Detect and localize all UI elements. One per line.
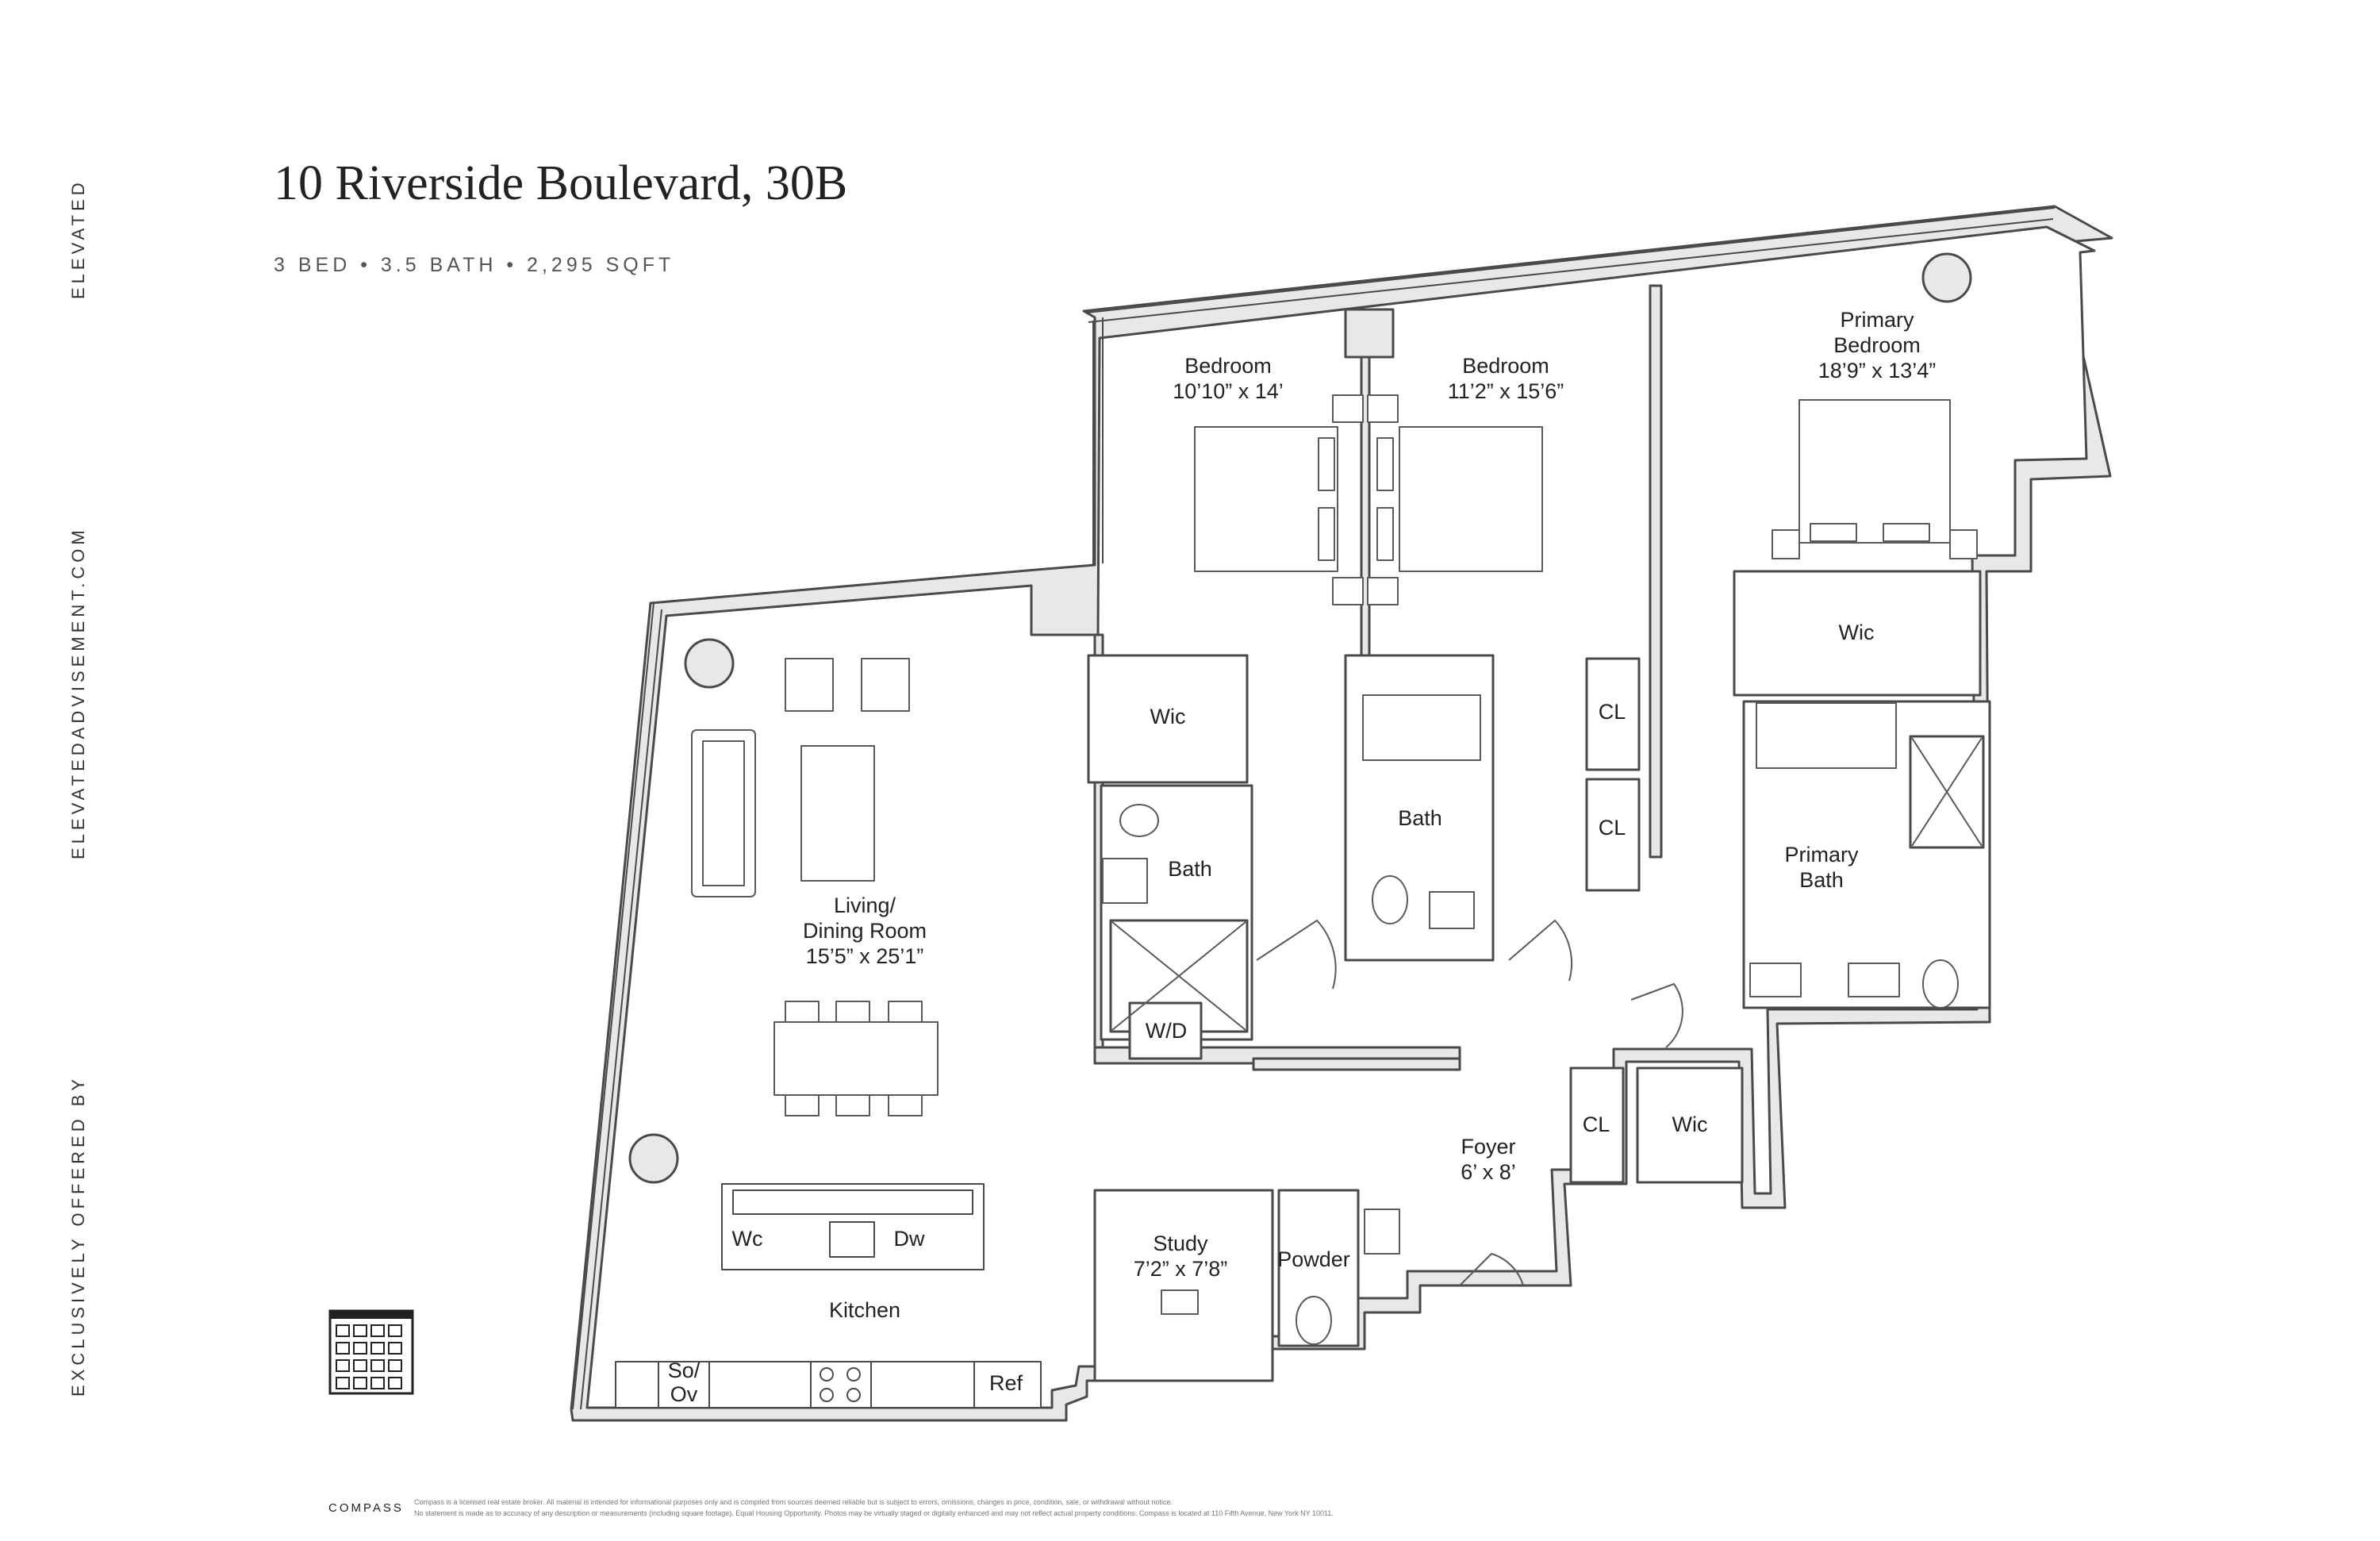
label-kitchen: Kitchen — [829, 1298, 900, 1322]
bathtub-primary-icon — [1756, 702, 1897, 769]
label-living-2: Dining Room — [803, 919, 927, 943]
label-bedroom-a: Bedroom — [1184, 354, 1272, 378]
cooktop-icon — [820, 1367, 861, 1402]
label-study-dims: 7’2” x 7’8” — [1134, 1257, 1228, 1281]
label-washer-dryer: W/D — [1146, 1019, 1187, 1043]
bed-primary — [1798, 399, 1951, 544]
bed-b — [1399, 426, 1543, 572]
disclaimer-line-2: No statement is made as to accuracy of a… — [414, 1509, 1334, 1517]
label-living-dims: 15’5” x 25’1” — [806, 944, 924, 968]
label-primary-bedroom-1: Primary — [1841, 308, 1914, 332]
kitchen-sink-icon — [829, 1221, 875, 1258]
label-cl-b: CL — [1599, 816, 1626, 840]
sink-icon — [1848, 963, 1900, 997]
label-wine-cooler: Wc — [732, 1227, 763, 1251]
window-marks — [572, 207, 2056, 1410]
label-primary-bedroom-dims: 18’9” x 13’4” — [1818, 359, 1937, 382]
label-bath-a: Bath — [1168, 857, 1212, 881]
label-powder: Powder — [1277, 1247, 1350, 1271]
bed-a — [1194, 426, 1338, 572]
sink-icon — [1749, 963, 1802, 997]
label-bedroom-b-dims: 11’2” x 15’6” — [1448, 379, 1564, 403]
page-subtitle: 3 BED • 3.5 BATH • 2,295 SQFT — [274, 254, 675, 276]
label-foyer: Foyer — [1461, 1135, 1515, 1159]
toilet-icon — [1372, 875, 1408, 924]
label-living-1: Living/ — [834, 893, 896, 917]
label-dishwasher: Dw — [894, 1227, 925, 1251]
compass-logo: COMPASS — [328, 1501, 404, 1515]
label-primary-bath-2: Bath — [1799, 868, 1844, 892]
beds — [1194, 394, 1978, 605]
toilet-icon — [1296, 1296, 1332, 1345]
label-primary-bedroom-2: Bedroom — [1833, 333, 1921, 357]
building-logo-icon — [328, 1309, 414, 1395]
toilet-icon — [1922, 959, 1959, 1009]
disclaimer-line-1: Compass is a licensed real estate broker… — [414, 1498, 1173, 1506]
shower-icon — [1111, 737, 1983, 1031]
label-foyer-dims: 6’ x 8’ — [1461, 1160, 1516, 1184]
label-cl-a: CL — [1599, 700, 1626, 724]
door-swings — [1256, 920, 1683, 1286]
label-stove-oven-1: So/ — [668, 1358, 701, 1382]
label-bedroom-a-dims: 10’10” x 14’ — [1173, 379, 1284, 403]
partition-walls — [1087, 284, 1991, 1382]
label-stove-oven-2: Ov — [670, 1382, 698, 1406]
label-wic-a: Wic — [1150, 705, 1186, 728]
kitchen-cabinetry — [615, 1183, 1042, 1408]
label-primary-bath-1: Primary — [1785, 843, 1859, 867]
label-wic-b: Wic — [1839, 621, 1875, 644]
furniture-living — [691, 658, 939, 1116]
bathtub-icon — [1362, 694, 1481, 761]
label-wic-c: Wic — [1672, 1113, 1708, 1136]
label-cl-c: CL — [1583, 1113, 1610, 1136]
label-bedroom-b: Bedroom — [1462, 354, 1549, 378]
toilet-icon — [1119, 804, 1159, 837]
columns — [628, 252, 1972, 1184]
label-refrigerator: Ref — [989, 1371, 1023, 1395]
bath-fixtures — [1102, 694, 1983, 1345]
label-study: Study — [1153, 1232, 1208, 1255]
sink-icon — [1102, 858, 1148, 904]
sink-icon — [1364, 1209, 1400, 1255]
sink-icon — [1429, 891, 1475, 929]
desk-chair-icon — [1161, 1289, 1199, 1315]
label-bath-b: Bath — [1398, 806, 1442, 830]
page-title: 10 Riverside Boulevard, 30B — [274, 156, 848, 210]
